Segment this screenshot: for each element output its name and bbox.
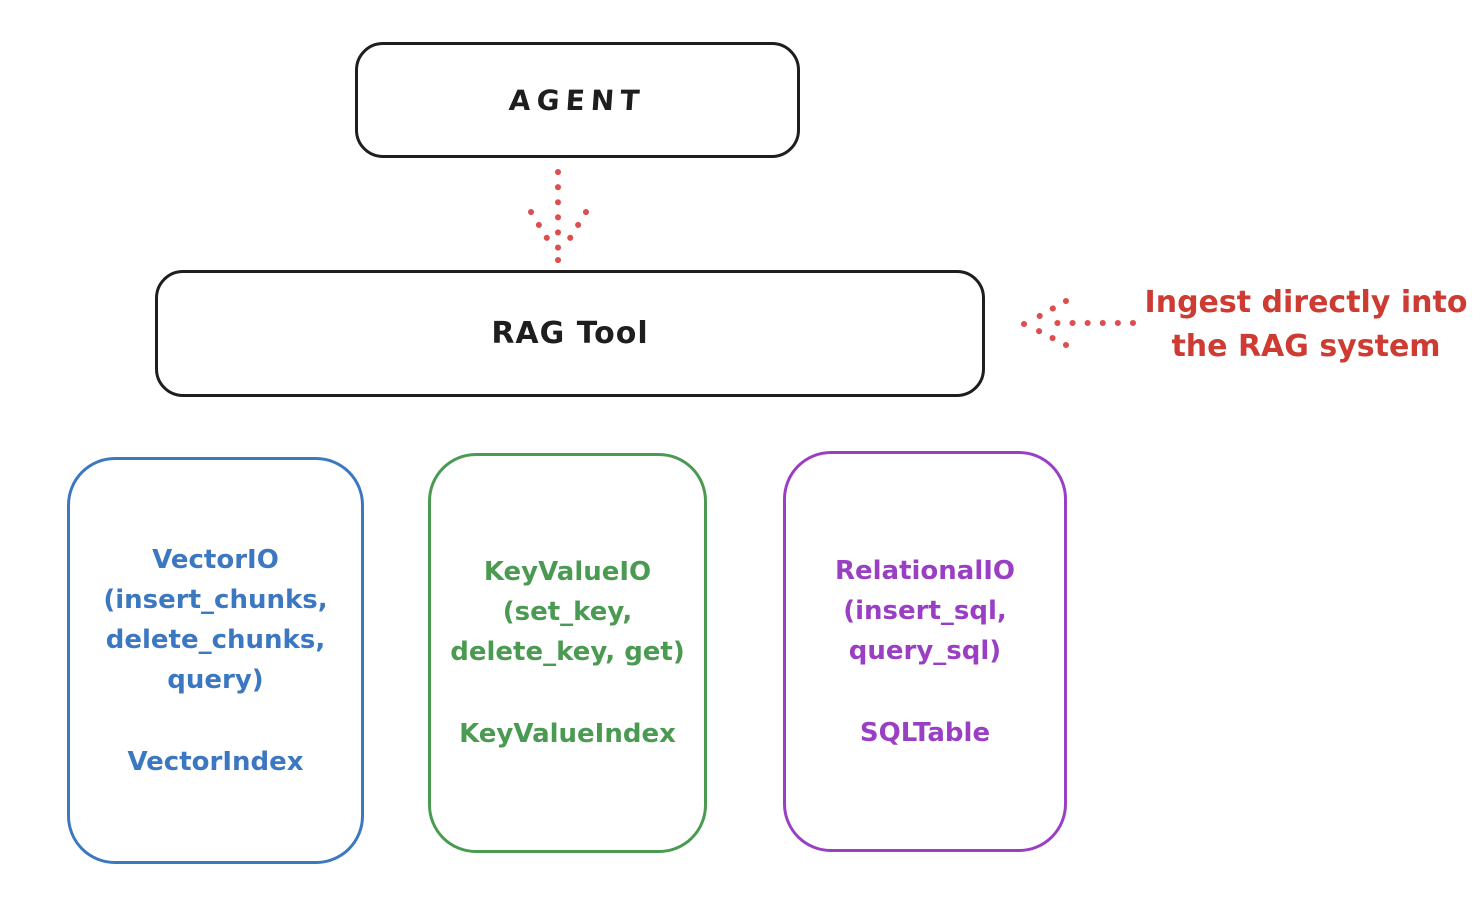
agent-node-label: AGENT	[508, 83, 647, 117]
key-value-io-methods-line1: (set_key,	[502, 597, 633, 627]
sql-table-label: SQLTable	[859, 717, 991, 748]
agent-node: AGENT	[355, 42, 800, 158]
vector-io-methods-line2: delete_chunks,	[105, 624, 326, 655]
vector-io-methods-line1: (insert_chunks,	[103, 584, 328, 615]
rag-tool-node-label: RAG Tool	[491, 316, 649, 351]
ingest-annotation-line1: Ingest directly into	[1144, 285, 1468, 320]
vector-io-node: VectorIO (insert_chunks, delete_chunks, …	[67, 457, 364, 864]
ingest-annotation-line2: the RAG system	[1171, 329, 1441, 364]
key-value-io-methods-line2: delete_key, get)	[450, 637, 685, 667]
ingest-arrow-icon	[1021, 298, 1136, 348]
vector-io-methods-line3: query)	[167, 664, 264, 695]
vector-io-title: VectorIO	[152, 544, 279, 575]
relational-io-node: RelationalIO (insert_sql, query_sql) SQL…	[783, 451, 1067, 852]
relational-io-methods-line2: query_sql)	[848, 635, 1002, 666]
ingest-annotation: Ingest directly into the RAG system	[1128, 281, 1484, 369]
agent-to-ragtool-arrow-icon	[528, 169, 589, 264]
rag-tool-node: RAG Tool	[155, 270, 985, 397]
key-value-index-label: KeyValueIndex	[459, 719, 676, 749]
key-value-io-node: KeyValueIO (set_key, delete_key, get) Ke…	[428, 453, 707, 853]
vector-index-label: VectorIndex	[127, 746, 304, 777]
key-value-io-title: KeyValueIO	[483, 557, 652, 587]
relational-io-title: RelationalIO	[834, 555, 1016, 586]
relational-io-methods-line1: (insert_sql,	[843, 595, 1007, 626]
